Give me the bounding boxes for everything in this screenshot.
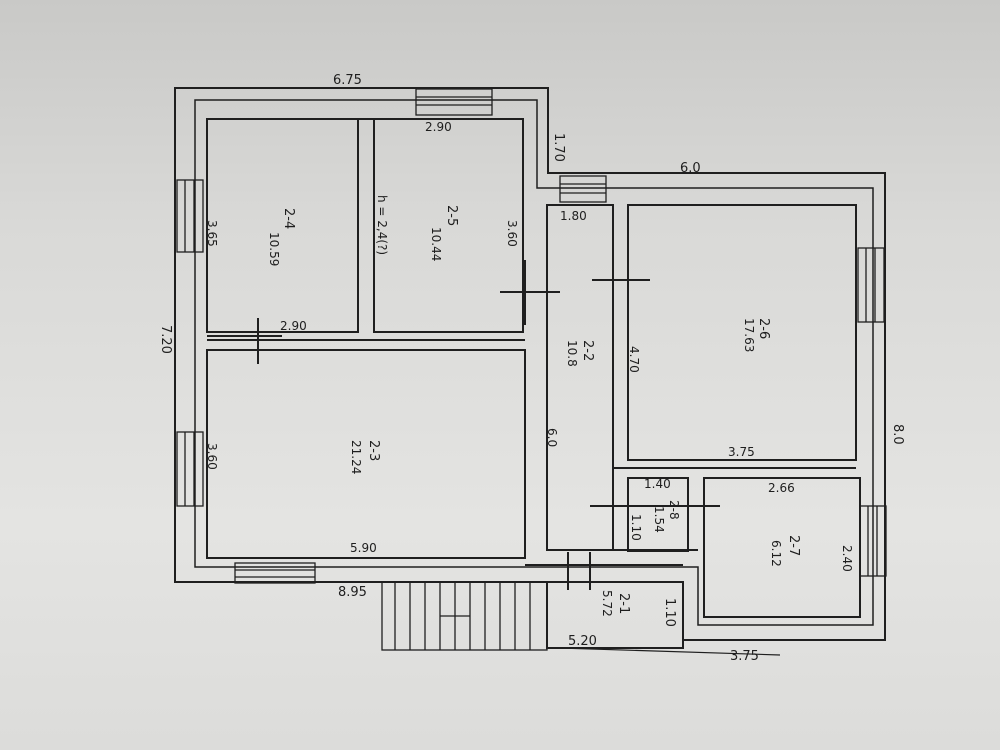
room-2-8-id: 2-8 [667,500,681,520]
room-2-5-area: 10.44 [429,227,443,261]
dim-bottom-left: 8.95 [338,585,367,600]
room-2-4-dim: 2.90 [425,120,452,134]
dim-left: 7.20 [158,325,173,354]
window [176,431,204,507]
room-2-1 [546,582,684,649]
room-2-7-id: 2-7 [786,535,801,556]
door-mark [590,490,720,540]
room-2-2 [546,204,614,551]
room-2-6-area: 17.63 [742,318,756,352]
window [234,562,316,584]
room-2-2-dim: 6.0 [545,428,559,447]
room-2-2-dim: 1.80 [560,209,587,223]
room-2-2-id: 2-2 [580,340,595,361]
room-2-3 [206,349,526,559]
room-2-5-dim: 2.90 [280,319,307,333]
height-note: h = 2,4(?) [375,195,389,255]
inner-wall [194,99,874,626]
dimension-line [559,647,781,656]
room-2-5 [373,118,524,333]
room-2-4-area: 10.59 [267,232,281,266]
outer-wall [174,87,886,641]
window [857,247,885,323]
room-2-6-dim: 4.70 [627,346,641,373]
dim-entry-step: 1.10 [662,598,677,627]
door-mark [500,260,560,325]
room-2-1-area: 5.72 [600,590,614,617]
room-2-6 [627,204,857,461]
room-2-4-dim: 3.65 [205,220,219,247]
window [176,179,204,253]
room-2-8-dim: 1.40 [644,477,671,491]
dim-top-right: 6.0 [680,161,701,176]
room-2-3-area: 21.24 [349,440,363,474]
dim-right: 8.0 [890,424,905,445]
door-mark [592,250,650,300]
window [415,88,493,116]
room-2-6-id: 2-6 [756,318,771,339]
window [859,505,887,577]
window [559,175,607,203]
room-2-7-dim: 2.66 [768,481,795,495]
room-2-3-dim: 3.60 [205,443,219,470]
door-mark [207,318,282,364]
door-mark [567,552,591,590]
room-2-7-area: 6.12 [769,540,783,567]
room-2-8-dim: 1.10 [629,514,643,541]
room-2-4-id: 2-4 [281,208,296,229]
room-2-7-dim: 2.40 [840,545,854,572]
room-2-5-dim: 3.60 [505,220,519,247]
room-2-8-area: 1.54 [652,506,666,533]
staircase [381,581,548,651]
room-2-4 [206,118,359,333]
room-2-6-dim: 3.75 [728,445,755,459]
room-2-3-dim: 5.90 [350,541,377,555]
room-2-1-id: 2-1 [616,593,631,614]
room-2-3-id: 2-3 [366,440,381,461]
dim-top-left: 6.75 [333,73,362,88]
room-2-2-area: 10.8 [565,340,579,367]
dim-bottom-right: 3.75 [730,649,759,664]
room-2-5-id: 2-5 [444,205,459,226]
dim-stair: 5.20 [568,634,597,649]
dim-top-step: 1.70 [551,133,566,162]
